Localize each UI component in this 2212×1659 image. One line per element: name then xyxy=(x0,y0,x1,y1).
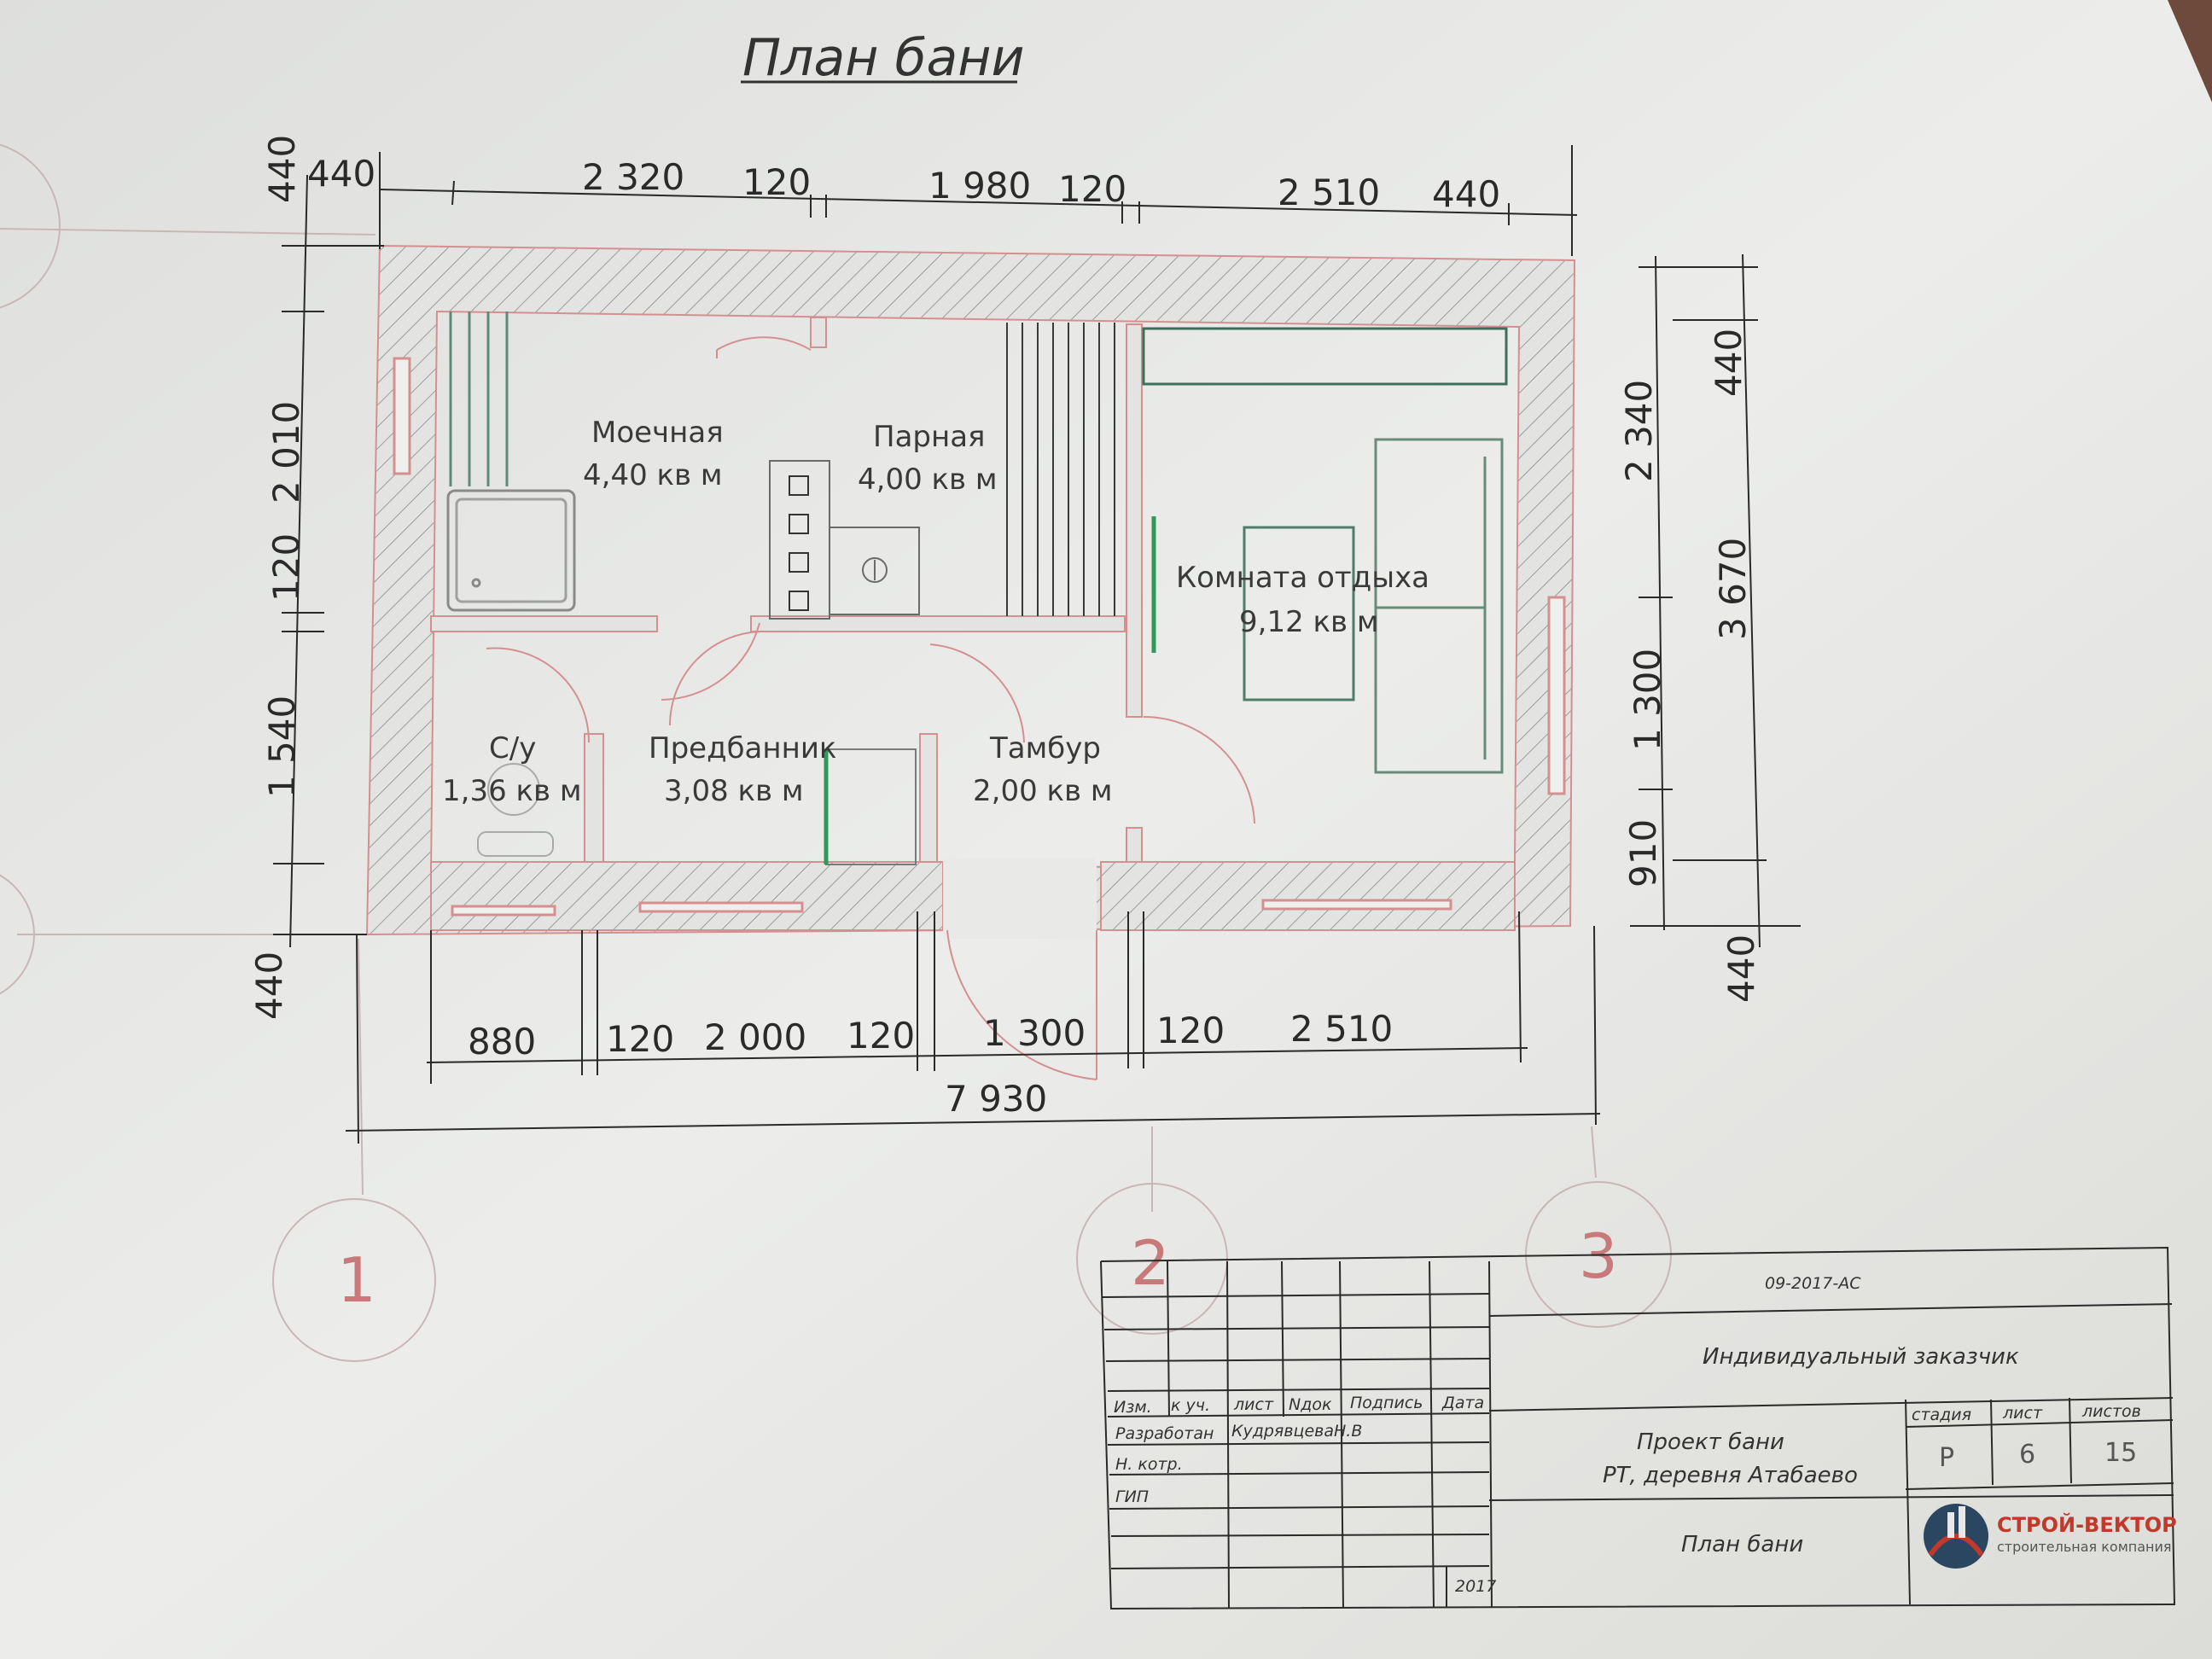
room-area-washing: 4,40 кв м xyxy=(583,458,723,492)
axis-label-1: 1 xyxy=(337,1244,376,1316)
sheet-title: План бани xyxy=(1681,1532,1803,1557)
role-developer: Разработан xyxy=(1115,1424,1214,1443)
svg-text:3 670: 3 670 xyxy=(1712,538,1754,640)
company-name: СТРОЙ-ВЕКТОР xyxy=(1997,1512,2177,1537)
dimension-values: 440 2 320 120 1 980 120 2 510 440 440 2 … xyxy=(248,135,1762,1120)
axis-label-2: 2 xyxy=(1131,1227,1170,1299)
svg-text:2 010: 2 010 xyxy=(265,401,307,504)
room-name-dressing: Предбанник xyxy=(649,731,836,765)
furniture xyxy=(446,311,1508,865)
building-walls xyxy=(365,244,1576,939)
title-block: 09-2017-АС Индивидуальный заказчик Изм. … xyxy=(1100,1246,2177,1610)
svg-text:120: 120 xyxy=(847,1015,915,1057)
sheets-value: 15 xyxy=(2104,1438,2137,1468)
svg-text:440: 440 xyxy=(1432,173,1500,215)
svg-text:120: 120 xyxy=(606,1018,674,1060)
svg-text:2 000: 2 000 xyxy=(704,1016,806,1058)
axis-marker-1 xyxy=(272,1198,436,1362)
axis-label-3: 3 xyxy=(1579,1220,1618,1292)
stage-value: Р xyxy=(1939,1443,1954,1473)
year: 2017 xyxy=(1455,1577,1496,1596)
room-name-rest: Комната отдыха xyxy=(1176,561,1429,595)
svg-text:1 300: 1 300 xyxy=(983,1012,1086,1054)
developer-name: КудрявцеваН.В xyxy=(1231,1422,1362,1441)
svg-text:Подпись: Подпись xyxy=(1350,1394,1423,1412)
windows xyxy=(393,357,1566,917)
svg-text:910: 910 xyxy=(1622,819,1664,888)
company-logo xyxy=(1924,1504,1988,1569)
role-norm-control: Н. котр. xyxy=(1115,1455,1183,1474)
bench-steam xyxy=(1006,323,1115,616)
svg-text:1 300: 1 300 xyxy=(1627,649,1668,751)
svg-text:440: 440 xyxy=(261,135,303,203)
svg-text:120: 120 xyxy=(1058,168,1126,210)
bench-washing xyxy=(449,311,509,486)
room-name-wc: С/у xyxy=(489,731,536,765)
room-area-rest: 9,12 кв м xyxy=(1239,605,1379,639)
room-area-vestibule: 2,00 кв м xyxy=(973,774,1113,808)
svg-text:1 540: 1 540 xyxy=(261,696,303,798)
svg-text:Дата: Дата xyxy=(1441,1394,1484,1412)
svg-text:План бани: План бани xyxy=(742,28,1025,88)
svg-text:120: 120 xyxy=(742,161,811,203)
room-labels: Моечная 4,40 кв м Парная 4,00 кв м Комна… xyxy=(442,416,1429,808)
svg-text:440: 440 xyxy=(1708,329,1749,397)
sheet-value: 6 xyxy=(2019,1440,2035,1470)
total-width: 7 930 xyxy=(945,1078,1047,1120)
room-area-wc: 1,36 кв м xyxy=(442,774,582,808)
svg-text:120: 120 xyxy=(265,533,307,602)
svg-text:2 340: 2 340 xyxy=(1618,380,1660,482)
project-name: Проект бани xyxy=(1637,1429,1784,1455)
svg-text:440: 440 xyxy=(307,153,375,195)
svg-text:стадия: стадия xyxy=(1912,1406,1971,1424)
room-name-vestibule: Тамбур xyxy=(989,731,1101,765)
doc-code: 09-2017-АС xyxy=(1765,1274,1861,1293)
room-name-steam: Парная xyxy=(873,420,986,454)
company-subtitle: строительная компания xyxy=(1997,1539,2172,1555)
svg-text:лист: лист xyxy=(1233,1395,1274,1414)
axis-marker-2 xyxy=(1076,1183,1228,1335)
dimension-lines xyxy=(273,145,1801,1144)
svg-text:лист: лист xyxy=(2002,1404,2043,1423)
plan-title: План бани xyxy=(741,28,1025,88)
project-location: РТ, деревня Атабаево xyxy=(1603,1463,1858,1488)
svg-text:листов: листов xyxy=(2081,1402,2141,1421)
svg-text:к уч.: к уч. xyxy=(1171,1396,1210,1415)
role-chief-engineer: ГИП xyxy=(1115,1487,1149,1506)
customer: Индивидуальный заказчик xyxy=(1703,1344,2019,1370)
svg-text:440: 440 xyxy=(248,952,290,1020)
svg-text:2 320: 2 320 xyxy=(582,156,684,198)
svg-text:120: 120 xyxy=(1156,1010,1225,1051)
room-area-dressing: 3,08 кв м xyxy=(664,774,804,808)
room-area-steam: 4,00 кв м xyxy=(858,463,998,497)
svg-text:880: 880 xyxy=(468,1021,536,1062)
room-name-washing: Моечная xyxy=(591,416,724,450)
svg-text:2 510: 2 510 xyxy=(1278,172,1380,213)
svg-text:1 980: 1 980 xyxy=(928,165,1031,207)
svg-text:Nдок: Nдок xyxy=(1289,1395,1332,1414)
svg-text:2 510: 2 510 xyxy=(1290,1008,1393,1050)
doors xyxy=(486,336,1255,1080)
svg-text:Изм.: Изм. xyxy=(1114,1398,1152,1417)
svg-text:440: 440 xyxy=(1720,934,1762,1003)
